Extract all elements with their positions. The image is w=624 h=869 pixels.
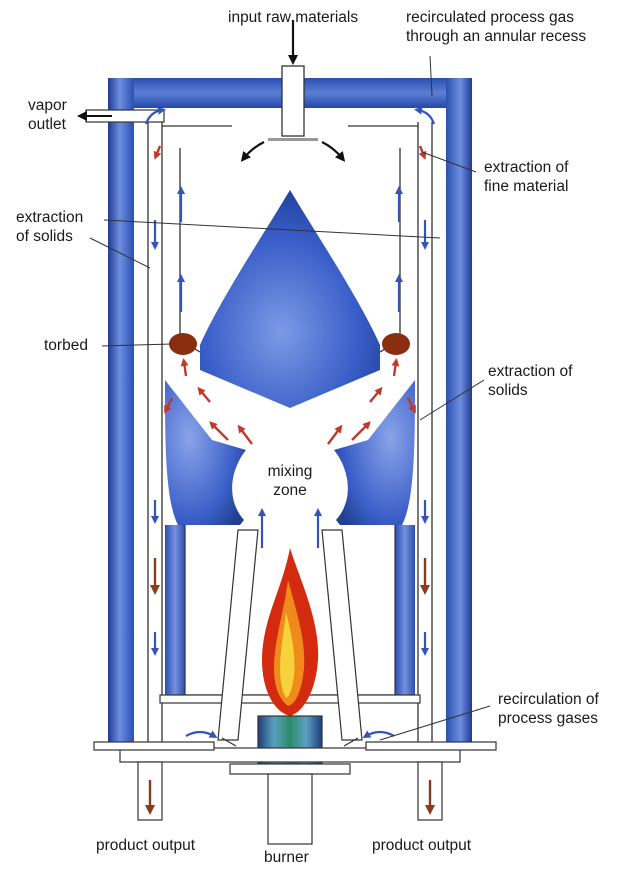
label-line: extraction of [484, 158, 568, 177]
burner-flame [262, 548, 318, 716]
label-extraction-solids-left: extraction of solids [16, 208, 83, 246]
label-line: recirculation of [498, 690, 599, 709]
label-extraction-solids-right: extraction of solids [488, 362, 572, 400]
label-vapor-outlet: vapor outlet [28, 96, 67, 134]
label-line: vapor [28, 96, 67, 115]
label-product-output-left: product output [96, 836, 195, 855]
label-line: through an annular recess [406, 27, 586, 46]
label-line: process gases [498, 709, 599, 728]
label-product-output-right: product output [372, 836, 471, 855]
label-burner: burner [264, 848, 309, 867]
central-cone [200, 190, 380, 408]
torbed-right [382, 333, 410, 355]
label-line: fine material [484, 177, 568, 196]
burner-block [230, 716, 350, 844]
label-recirculated-gas: recirculated process gas through an annu… [406, 8, 586, 46]
label-line: recirculated process gas [406, 8, 586, 27]
label-extraction-fine: extraction of fine material [484, 158, 568, 196]
label-line: zone [258, 481, 322, 500]
label-line: of solids [16, 227, 83, 246]
label-line: extraction [16, 208, 83, 227]
feed-arrows [244, 142, 342, 158]
label-line: mixing [258, 462, 322, 481]
label-input-raw-materials: input raw materials [228, 8, 358, 27]
label-torbed: torbed [44, 336, 88, 355]
label-line: extraction of [488, 362, 572, 381]
label-recirculation-gases: recirculation of process gases [498, 690, 599, 728]
torbed-left [169, 333, 197, 355]
label-mixing-zone: mixing zone [258, 462, 322, 500]
label-line: solids [488, 381, 572, 400]
label-line: outlet [28, 115, 67, 134]
